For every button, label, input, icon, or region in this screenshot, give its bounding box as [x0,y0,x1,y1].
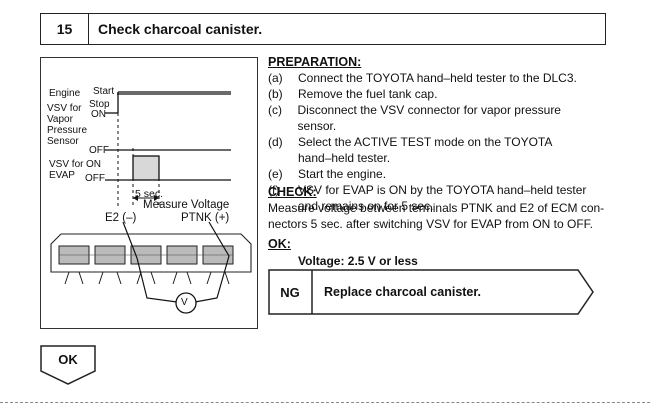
step-header: 15 Check charcoal canister. [40,13,606,45]
ptnk-terminal-label: PTNK (+) [181,212,230,224]
vsv-evap-label: VSV for EVAP [49,159,84,181]
ok-label: OK [58,352,78,367]
vsv-vapor-signal [105,91,231,151]
ng-action: Replace charcoal canister. [324,285,482,299]
prep-step-a: (a)Connect the TOYOTA hand–held tester t… [268,71,577,85]
prep-step-f: (f)VSV for EVAP is ON by the TOYOTA hand… [268,183,587,197]
vsv-evap-signal [105,155,231,181]
ok-spec-value: Voltage: 2.5 V or less [298,254,418,268]
vsv-vapor-label: VSV for Vapor Pressure Sensor [47,103,88,147]
voltmeter-icon [175,292,197,314]
ok-spec-heading: OK: [268,237,291,251]
step-title: Check charcoal canister. [98,21,263,37]
voltmeter-symbol: V [181,297,188,308]
engine-label: Engine [49,88,81,99]
vsv-vapor-off-label: OFF [89,145,109,156]
prep-step-d-cont: hand–held tester. [298,151,391,165]
prep-step-d: (d)Select the ACTIVE TEST mode on the TO… [268,135,553,149]
prep-step-c: (c)Disconnect the VSV connector for vapo… [268,103,561,133]
ng-result-box[interactable]: NG Replace charcoal canister. [268,269,594,315]
voltmeter-wiring [122,221,230,314]
vsv-vapor-on-label: ON [91,109,106,120]
check-heading: CHECK: [268,185,317,199]
timing-diagram [50,91,252,314]
measure-voltage-label: Measure Voltage [143,199,230,211]
prep-step-e: (e)Start the engine. [268,167,387,181]
vsv-evap-off-label: OFF [85,173,105,184]
preparation-heading: PREPARATION: [268,55,362,69]
engine-state-label: Start [93,86,115,97]
e2-terminal-label: E2 (–) [105,212,137,224]
check-text: Measure voltage between terminals PTNK a… [268,201,605,231]
page-bottom-rule [0,402,650,403]
prep-step-f-cont: and remains on for 5 sec. [298,199,434,213]
vsv-vapor-stop-label: Stop [89,99,110,110]
ng-label: NG [280,284,300,300]
preparation-steps: (a)Connect the TOYOTA hand–held tester t… [268,70,598,214]
step-number: 15 [41,14,89,44]
prep-step-b: (b)Remove the fuel tank cap. [268,87,438,101]
ok-result-box[interactable]: OK [40,345,96,385]
vsv-evap-on-label: ON [86,159,101,170]
timing-diagram-figure: Engine Start VSV for Vapor Pressure Sens… [40,57,258,329]
ecm-connectors [50,233,252,285]
time-5sec-label: 5 sec. [135,188,164,200]
